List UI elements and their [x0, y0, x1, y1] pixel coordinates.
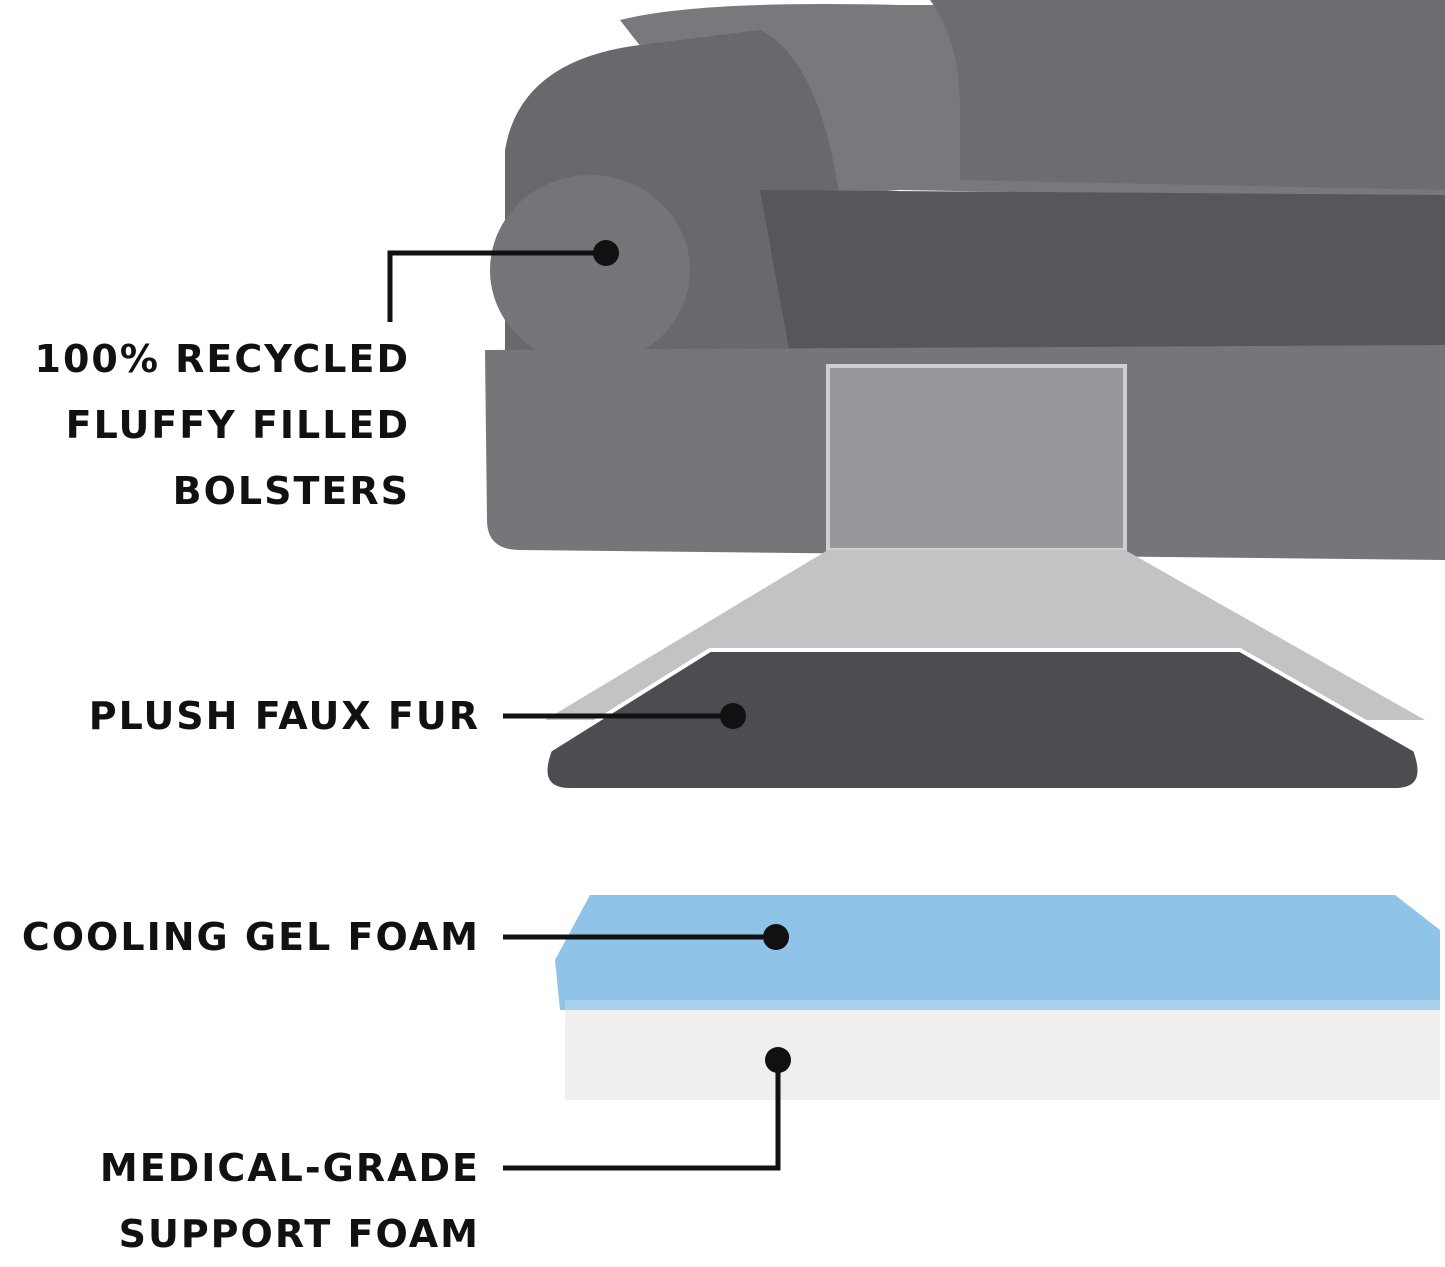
bolsters-label-line: 100% RECYCLED	[34, 337, 410, 381]
support-dot-icon	[765, 1047, 791, 1073]
bolsters-label: 100% RECYCLED FLUFFY FILLED BOLSTERS	[35, 326, 411, 524]
support-label-line: SUPPORT FOAM	[118, 1212, 480, 1256]
bolsters-label-line: BOLSTERS	[172, 469, 410, 513]
callout-lines	[387, 250, 781, 1171]
support-label-line: MEDICAL-GRADE	[99, 1146, 480, 1190]
bolsters-label-line: FLUFFY FILLED	[65, 403, 410, 447]
fur-label: PLUSH FAUX FUR	[88, 694, 480, 738]
gel-label: COOLING GEL FOAM	[21, 915, 480, 959]
faux-fur-layer-image	[543, 648, 1422, 792]
foam-layers-image	[555, 895, 1440, 1100]
support-label: MEDICAL-GRADE SUPPORT FOAM	[100, 1135, 480, 1267]
bolster-dot-icon	[593, 240, 619, 266]
fur-dot-icon	[720, 703, 746, 729]
sofa-bed-image	[485, 0, 1445, 560]
gel-dot-icon	[763, 924, 789, 950]
